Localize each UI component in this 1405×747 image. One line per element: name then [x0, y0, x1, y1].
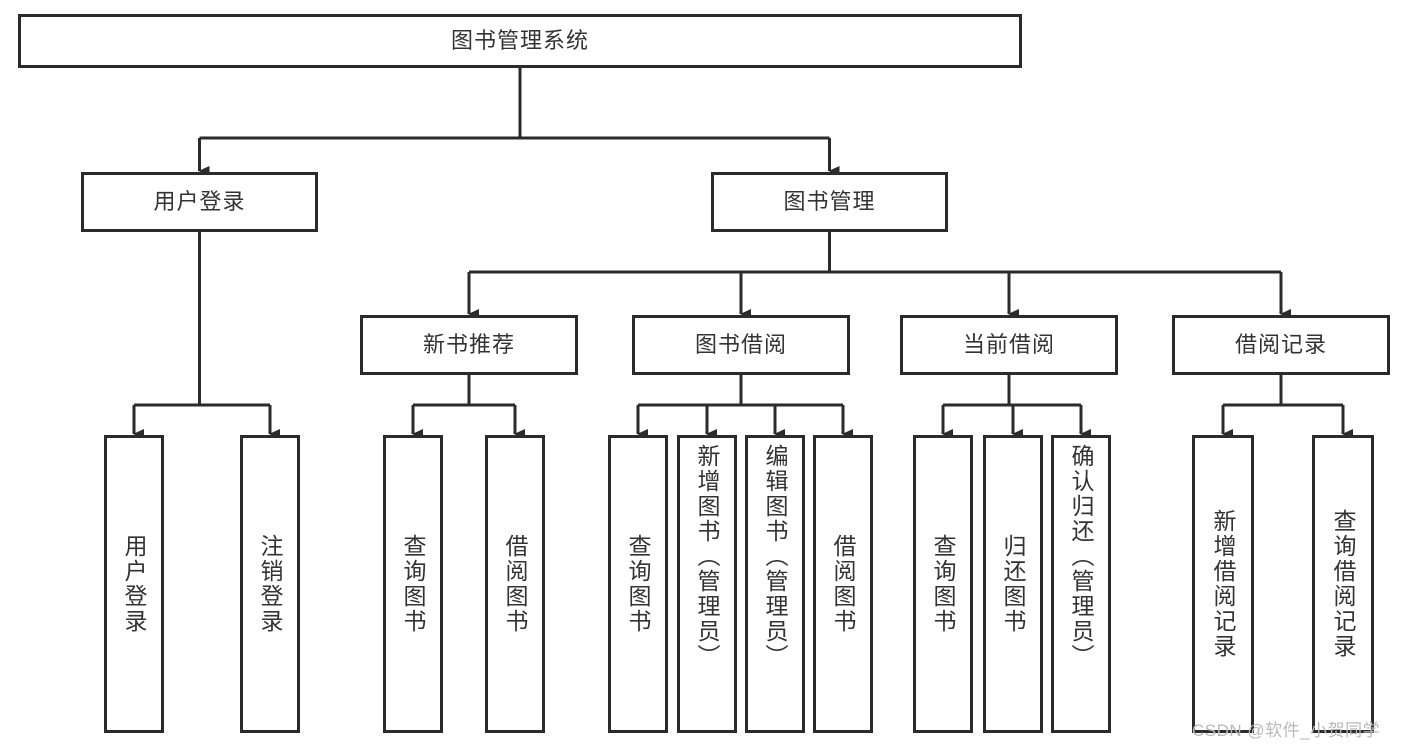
node-current[interactable]: 当前借阅	[900, 315, 1118, 375]
node-l7[interactable]: 编辑图书（管理员）	[745, 435, 805, 733]
node-label: 图书管理	[783, 188, 876, 214]
node-l8[interactable]: 借阅图书	[813, 435, 873, 733]
node-label: 查询图书	[400, 534, 427, 634]
node-l13[interactable]: 查询借阅记录	[1312, 435, 1374, 733]
node-records[interactable]: 借阅记录	[1172, 315, 1390, 375]
node-label: 图书借阅	[694, 331, 787, 357]
node-l4[interactable]: 借阅图书	[485, 435, 545, 733]
node-label: 新增借阅记录	[1210, 509, 1237, 659]
node-l9[interactable]: 查询图书	[913, 435, 973, 733]
node-label: 用户登录	[121, 534, 148, 634]
node-label: 查询图书	[930, 534, 957, 634]
node-label: 归还图书	[1000, 534, 1027, 634]
node-label: 确认归还（管理员）	[1068, 444, 1095, 669]
node-label: 当前借阅	[962, 331, 1055, 357]
node-label: 查询借阅记录	[1330, 509, 1357, 659]
node-newrec[interactable]: 新书推荐	[360, 315, 578, 375]
node-label: 新书推荐	[422, 331, 515, 357]
node-label: 借阅图书	[830, 534, 857, 634]
edge-group	[132, 68, 1353, 439]
node-label: 借阅记录	[1234, 331, 1327, 357]
node-bookmgmt[interactable]: 图书管理	[711, 172, 948, 232]
node-borrow[interactable]: 图书借阅	[632, 315, 850, 375]
node-l11[interactable]: 确认归还（管理员）	[1051, 435, 1111, 733]
node-login[interactable]: 用户登录	[81, 172, 318, 232]
node-label: 新增图书（管理员）	[694, 444, 721, 669]
node-label: 编辑图书（管理员）	[762, 444, 789, 669]
node-l5[interactable]: 查询图书	[608, 435, 668, 733]
node-l6[interactable]: 新增图书（管理员）	[677, 435, 737, 733]
node-l10[interactable]: 归还图书	[983, 435, 1043, 733]
node-l12[interactable]: 新增借阅记录	[1192, 435, 1254, 733]
node-l1[interactable]: 用户登录	[104, 435, 164, 733]
node-label: 用户登录	[153, 188, 246, 214]
node-root[interactable]: 图书管理系统	[18, 14, 1022, 68]
node-label: 注销登录	[257, 534, 284, 634]
node-label: 图书管理系统	[450, 27, 589, 53]
node-l2[interactable]: 注销登录	[240, 435, 300, 733]
node-l3[interactable]: 查询图书	[383, 435, 443, 733]
node-label: 查询图书	[625, 534, 652, 634]
node-label: 借阅图书	[502, 534, 529, 634]
